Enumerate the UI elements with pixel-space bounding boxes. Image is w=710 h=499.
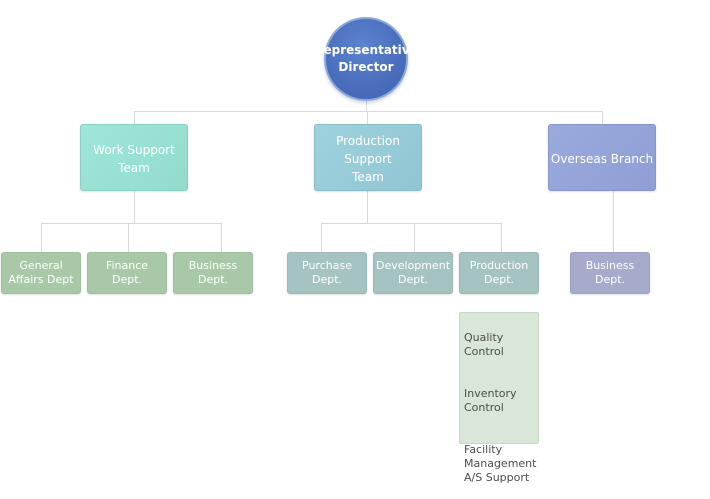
connector-root-down [366, 101, 367, 111]
connector-overseas-team-up [602, 111, 603, 124]
connector-general-affairs [41, 223, 42, 252]
connector-development [414, 223, 415, 252]
connector-production [501, 223, 502, 252]
connector-work-team-up [134, 111, 135, 124]
connector-work-depts-horizontal [41, 223, 221, 224]
work-support-team-node: Work Support Team [80, 124, 188, 191]
connector-production-team-down [367, 191, 368, 223]
connector-business-work [221, 223, 222, 252]
business-dept-overseas-node: Business Dept. [570, 252, 650, 294]
development-dept-node: Development Dept. [373, 252, 453, 294]
quality-control-item: Quality Control [464, 331, 504, 358]
connector-purchase [321, 223, 322, 252]
production-support-team-node: Production Support Team [314, 124, 422, 191]
finance-dept-node: Finance Dept. [87, 252, 167, 294]
facility-management-item: Facility Management A/S Support [464, 443, 537, 484]
overseas-branch-node: Overseas Branch [548, 124, 656, 191]
inventory-control-item: Inventory Control [464, 387, 517, 414]
purchase-dept-node: Purchase Dept. [287, 252, 367, 294]
connector-finance [128, 223, 129, 252]
connector-top-horizontal [134, 111, 602, 112]
representative-director-node: Representative Director [314, 17, 418, 101]
connector-production-team-up [367, 111, 368, 124]
connector-work-team-down [134, 191, 135, 223]
org-chart: Representative Director Work Support Tea… [1, 17, 656, 484]
connector-production-depts-horizontal [321, 223, 501, 224]
production-subunits-panel: Quality Control Inventory Control Facili… [459, 312, 539, 484]
business-dept-work-node: Business Dept. [173, 252, 253, 294]
connector-overseas-down [613, 191, 614, 252]
production-dept-node: Production Dept. [459, 252, 539, 294]
general-affairs-dept-node: General Affairs Dept [1, 252, 81, 294]
